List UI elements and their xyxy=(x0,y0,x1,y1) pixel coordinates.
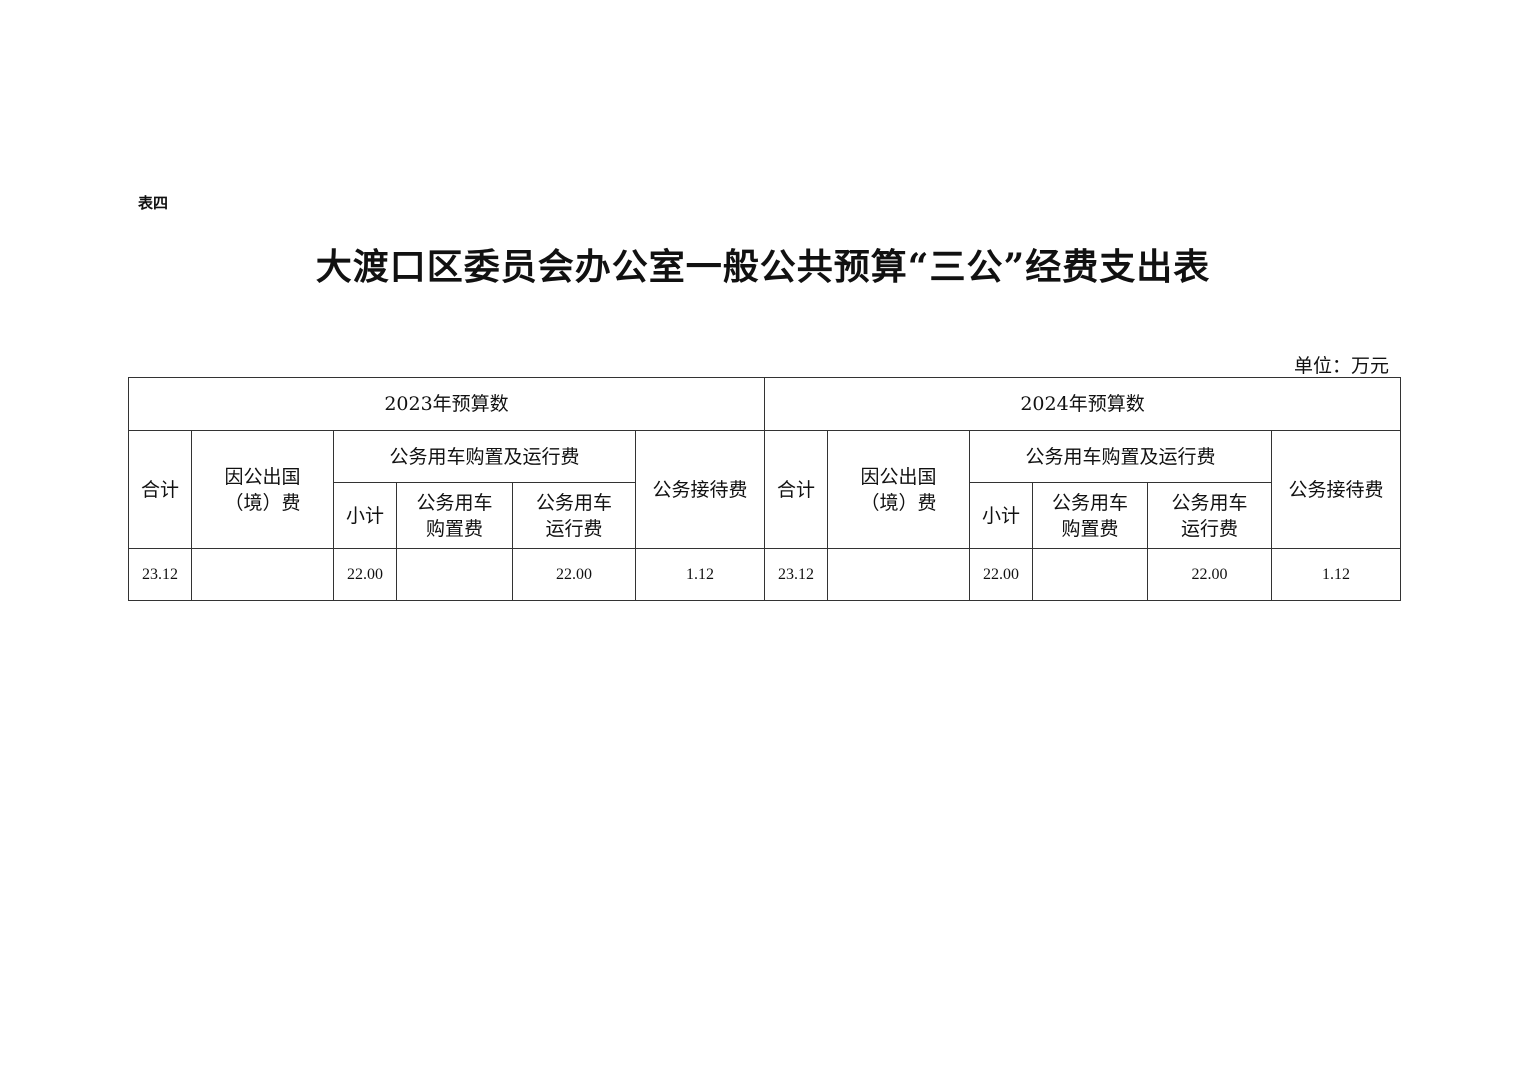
header-operate-line1: 公务用车 xyxy=(535,491,612,514)
header-purchase-line1: 公务用车 xyxy=(1052,491,1129,514)
cell: 22.00 xyxy=(969,548,1034,601)
header-operate-line1: 公务用车 xyxy=(1171,491,1248,514)
header-operate: 公务用车运行费 xyxy=(512,482,636,549)
header-abroad: 因公出国 （境）费 xyxy=(191,430,334,549)
header-abroad: 因公出国 （境）费 xyxy=(827,430,971,549)
header-subtotal: 小计 xyxy=(969,482,1034,549)
cell xyxy=(827,548,971,601)
header-reception: 公务接待费 xyxy=(1271,430,1402,549)
header-operate-line2: 运行费 xyxy=(1181,517,1239,540)
header-purchase-line2: 购置费 xyxy=(425,517,483,540)
unit-label: 单位：万元 xyxy=(1293,355,1389,377)
cell xyxy=(191,548,334,601)
cell: 22.00 xyxy=(1147,548,1273,601)
year-header-2024: 2024年预算数 xyxy=(764,377,1402,431)
header-abroad-line2: （境）费 xyxy=(860,491,937,514)
page-title: 大渡口区委员会办公室一般公共预算“三公”经费支出表 xyxy=(315,246,1211,288)
header-purchase: 公务用车购置费 xyxy=(1032,482,1149,549)
header-purchase-line1: 公务用车 xyxy=(416,491,493,514)
header-abroad-line2: （境）费 xyxy=(224,491,301,514)
header-total: 合计 xyxy=(128,430,192,549)
header-vehicle: 公务用车购置及运行费 xyxy=(333,430,636,483)
cell: 1.12 xyxy=(1271,548,1402,601)
header-abroad-line1: 因公出国 xyxy=(224,465,301,488)
cell: 1.12 xyxy=(634,548,766,601)
cell xyxy=(1032,548,1149,601)
header-subtotal: 小计 xyxy=(333,482,397,549)
budget-table: 2023年预算数 2024年预算数 合计 因公出国 （境）费 公务用车购置及运行费… xyxy=(127,377,1402,601)
header-operate: 公务用车运行费 xyxy=(1147,482,1273,549)
table-label: 表四 xyxy=(138,194,169,212)
header-abroad-line1: 因公出国 xyxy=(860,465,937,488)
cell xyxy=(396,548,513,601)
header-total: 合计 xyxy=(764,430,829,549)
header-vehicle: 公务用车购置及运行费 xyxy=(969,430,1273,483)
year-header-2023: 2023年预算数 xyxy=(127,377,766,431)
header-purchase: 公务用车购置费 xyxy=(396,482,513,549)
header-purchase-line2: 购置费 xyxy=(1061,517,1119,540)
cell: 23.12 xyxy=(764,548,829,601)
cell: 22.00 xyxy=(512,548,636,601)
cell: 22.00 xyxy=(333,548,397,601)
header-reception: 公务接待费 xyxy=(634,430,766,549)
header-operate-line2: 运行费 xyxy=(545,517,603,540)
cell: 23.12 xyxy=(128,548,192,601)
table-row: 23.12 22.00 22.00 1.12 23.12 22.00 22.00… xyxy=(128,548,1402,601)
